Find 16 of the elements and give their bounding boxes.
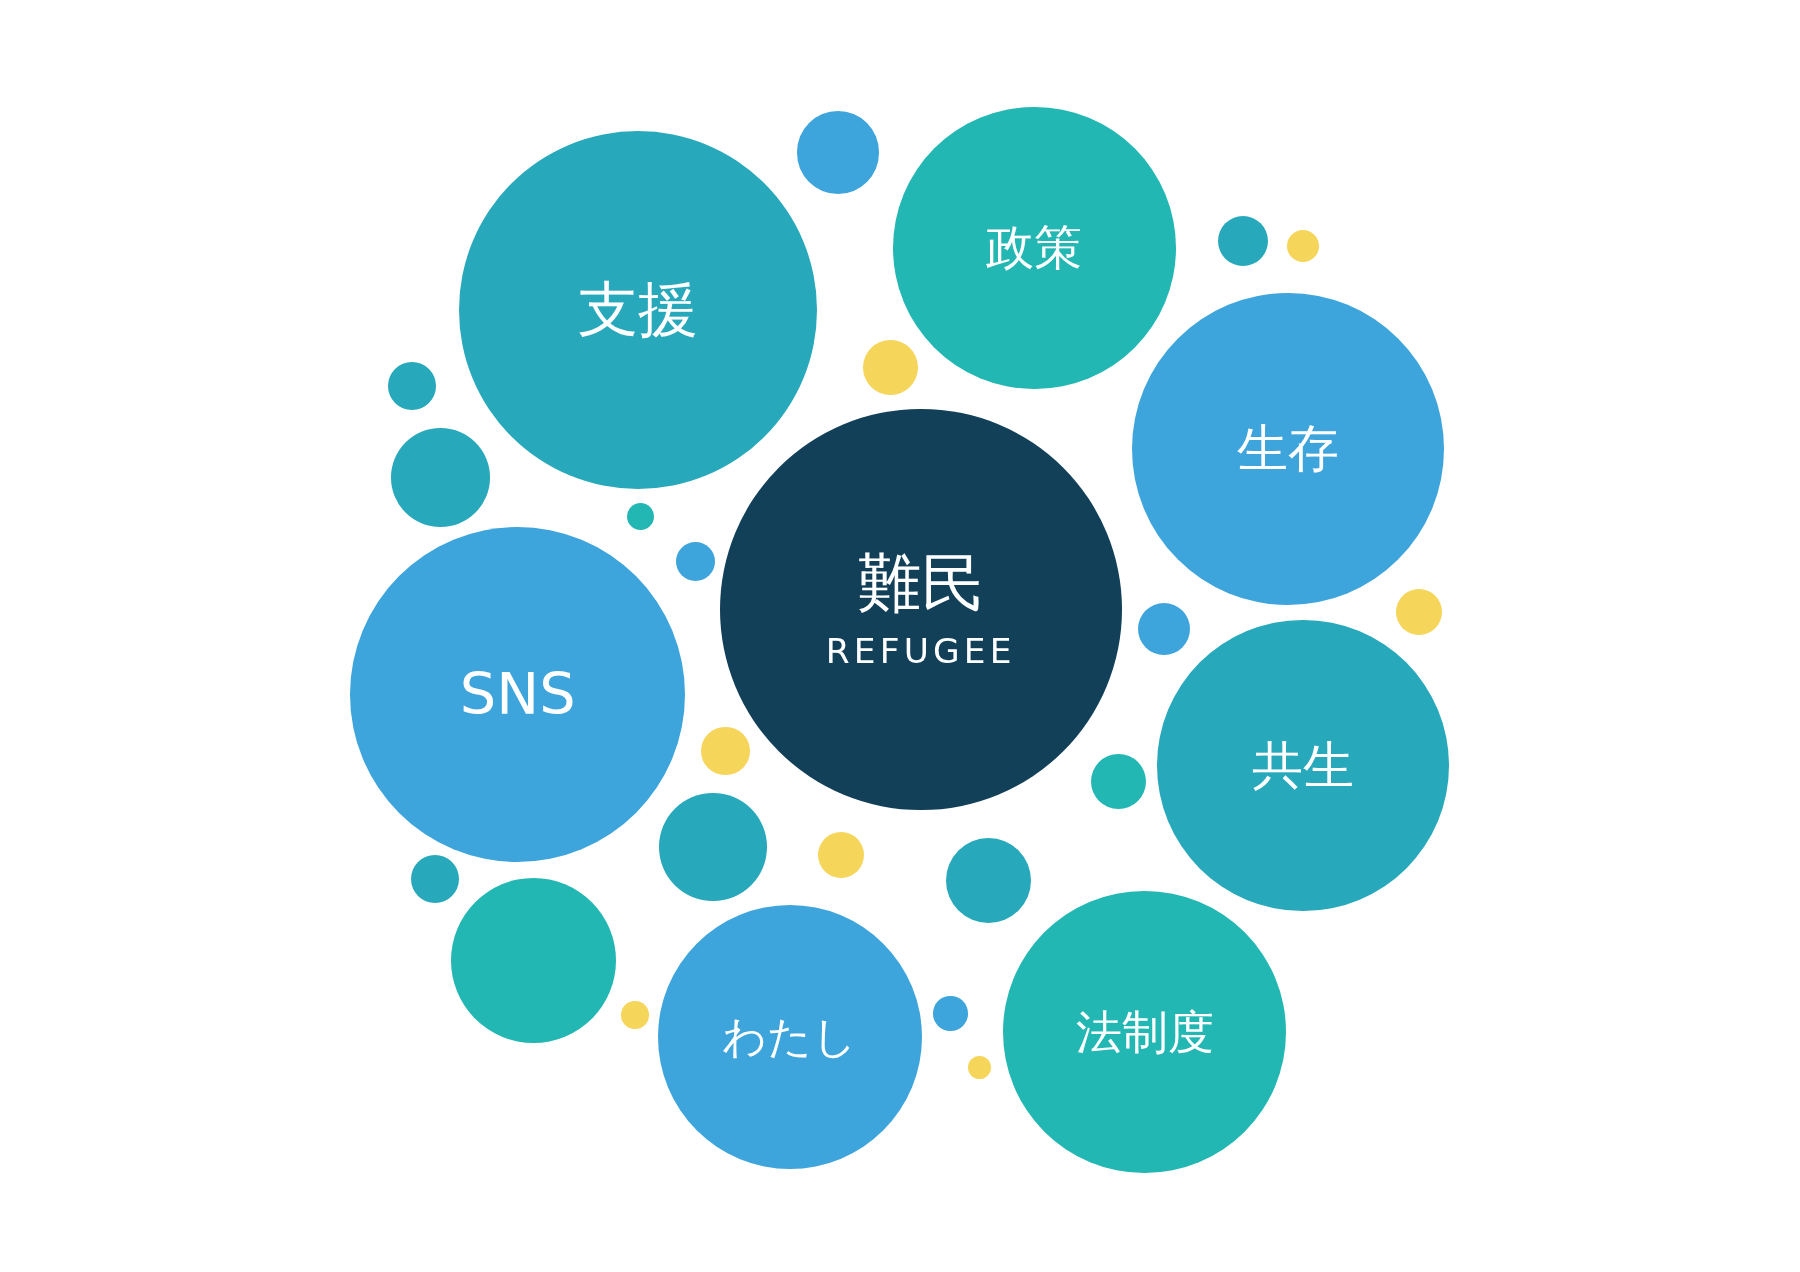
decorative-dot: [933, 996, 968, 1031]
bubble-label: 支援: [578, 277, 699, 343]
bubble-label: 共生: [1251, 737, 1354, 794]
bubble-subtitle: REFUGEE: [825, 632, 1016, 671]
decorative-dot: [676, 541, 716, 581]
bubble-label: 法制度: [1075, 1006, 1214, 1058]
decorative-dot: [967, 1056, 991, 1080]
bubble-label: 生存: [1237, 421, 1339, 477]
decorative-dot: [626, 502, 655, 531]
bubble-label: SNS: [459, 662, 576, 727]
decorative-dot: [701, 726, 750, 775]
bubble-label: わたし: [722, 1012, 858, 1061]
bubble-label: 難民: [856, 548, 985, 619]
bubble-label: 政策: [986, 221, 1083, 275]
decorative-dot: [621, 1001, 649, 1029]
decorative-dot: [1286, 229, 1319, 262]
